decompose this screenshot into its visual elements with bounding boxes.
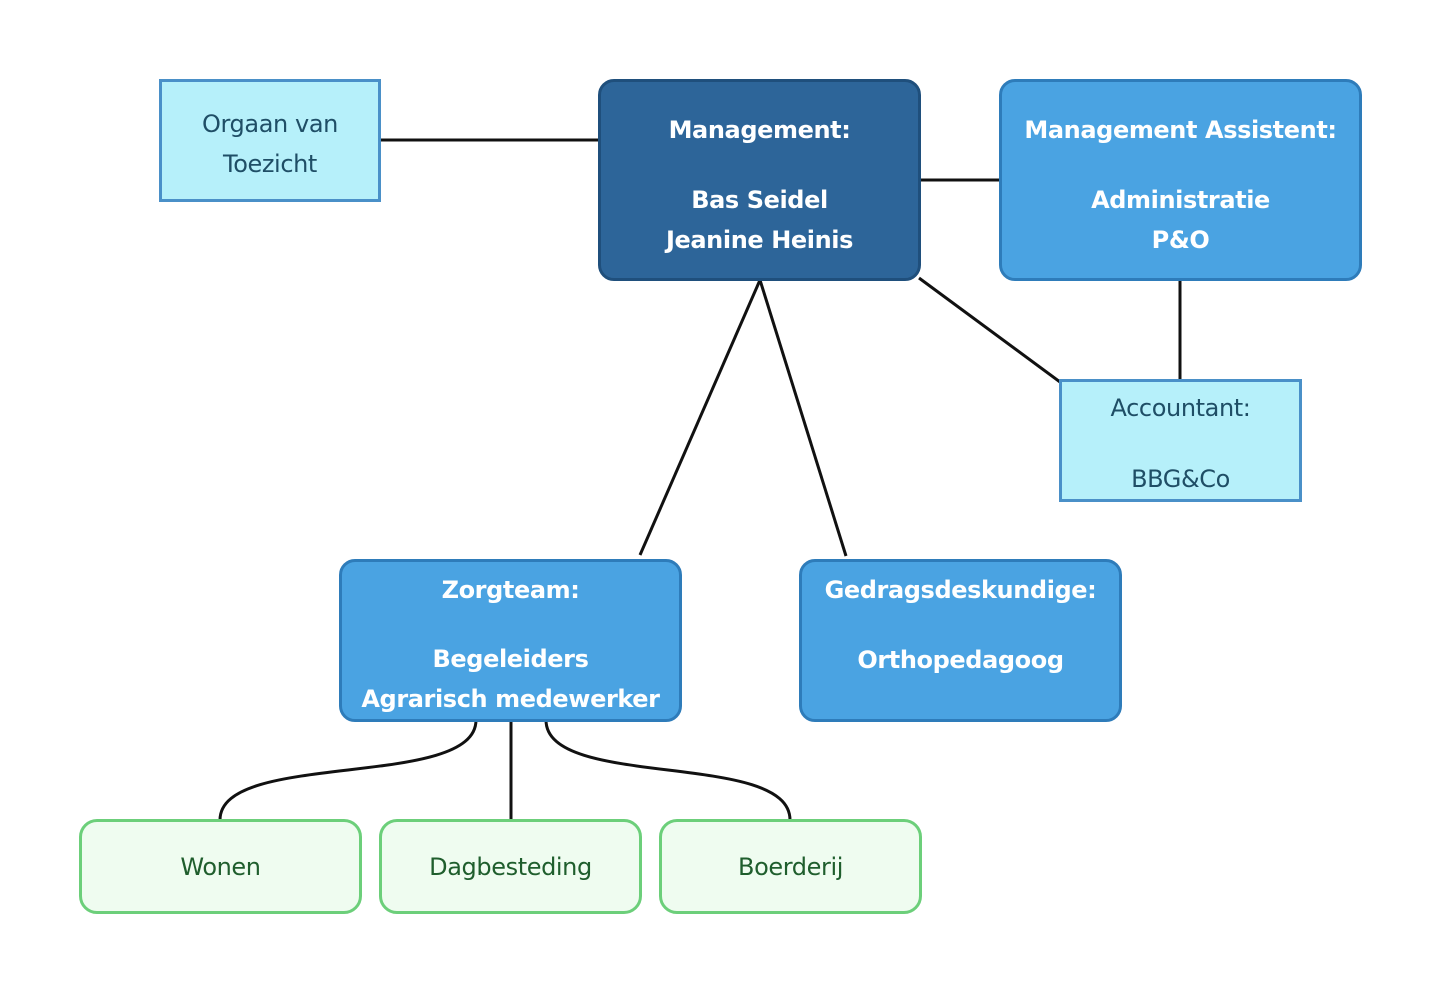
careteam-line-2: Agrarisch medewerker [361, 685, 660, 713]
accountant-line-1: BBG&Co [1131, 465, 1230, 493]
management-box[interactable]: Management: Bas Seidel Jeanine Heinis [598, 79, 921, 281]
leaf-dagbesteding-label: Dagbesteding [429, 852, 592, 881]
leaf-boerderij-label: Boerderij [738, 852, 843, 881]
connector-careteam-boerderij [544, 719, 792, 821]
accountant-box[interactable]: Accountant: BBG&Co [1059, 379, 1302, 502]
assistant-line-1: Administratie [1091, 186, 1270, 214]
oversight-line-1: Orgaan van [202, 110, 338, 138]
expert-title: Gedragsdeskundige: [824, 576, 1097, 604]
assistant-title: Management Assistent: [1024, 116, 1337, 144]
management-title: Management: [668, 116, 851, 144]
careteam-box[interactable]: Zorgteam: Begeleiders Agrarisch medewerk… [339, 559, 682, 722]
management-line-1: Bas Seidel [691, 186, 828, 214]
connector-management-expert [758, 279, 848, 557]
connector-management-careteam [638, 279, 762, 556]
connector-management-accountant [918, 276, 1061, 384]
careteam-title: Zorgteam: [441, 576, 580, 604]
oversight-box[interactable]: Orgaan van Toezicht [159, 79, 381, 202]
leaf-wonen[interactable]: Wonen [79, 819, 362, 914]
assistant-line-2: P&O [1151, 226, 1210, 254]
leaf-wonen-label: Wonen [180, 852, 261, 881]
accountant-title: Accountant: [1110, 394, 1251, 422]
connector-careteam-wonen [218, 719, 478, 821]
expert-line-1: Orthopedagoog [857, 646, 1064, 674]
leaf-boerderij[interactable]: Boerderij [659, 819, 922, 914]
oversight-line-2: Toezicht [223, 150, 317, 178]
careteam-line-1: Begeleiders [432, 645, 589, 673]
leaf-dagbesteding[interactable]: Dagbesteding [379, 819, 642, 914]
assistant-box[interactable]: Management Assistent: Administratie P&O [999, 79, 1362, 281]
expert-box[interactable]: Gedragsdeskundige: Orthopedagoog [799, 559, 1122, 722]
management-line-2: Jeanine Heinis [665, 226, 854, 254]
